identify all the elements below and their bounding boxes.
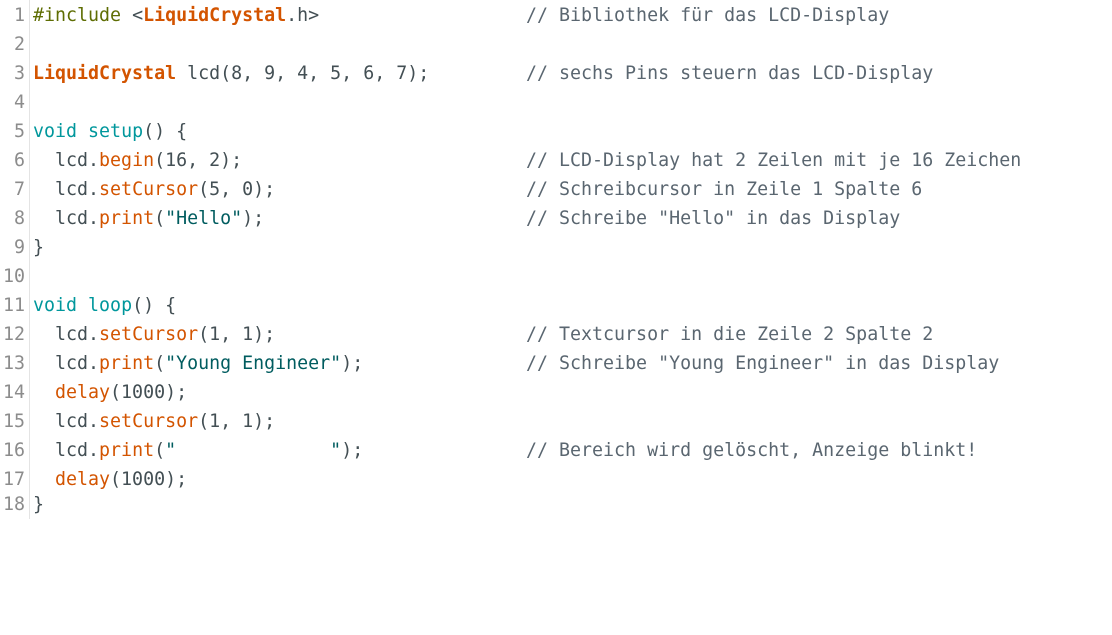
code-text[interactable]: } <box>33 237 45 258</box>
line-number: 7 <box>13 179 25 200</box>
code-editor[interactable]: 1 #include <LiquidCrystal.h> // Biblioth… <box>0 0 1112 519</box>
code-text[interactable]: lcd.setCursor(5, 0); <box>33 179 276 200</box>
code-line[interactable]: 7 lcd.setCursor(5, 0); // Schreibcursor … <box>0 175 1112 204</box>
code-text[interactable]: void loop() { <box>33 295 177 316</box>
code-line[interactable]: 16 lcd.print(" "); // Bereich wird gelös… <box>0 436 1112 465</box>
code-line[interactable]: 9 } <box>0 233 1112 262</box>
code-line[interactable]: 4 <box>0 88 1112 117</box>
line-number: 15 <box>2 411 25 432</box>
line-number: 13 <box>2 353 25 374</box>
code-comment[interactable]: // Schreibcursor in Zeile 1 Spalte 6 <box>526 179 923 200</box>
line-number: 5 <box>13 121 25 142</box>
code-line[interactable]: 3 LiquidCrystal lcd(8, 9, 4, 5, 6, 7); /… <box>0 59 1112 88</box>
code-text[interactable]: lcd.begin(16, 2); <box>33 150 243 171</box>
code-text[interactable]: delay(1000); <box>55 382 188 403</box>
line-number: 16 <box>2 440 25 461</box>
code-comment[interactable]: // Textcursor in die Zeile 2 Spalte 2 <box>526 324 934 345</box>
code-line[interactable]: 2 <box>0 30 1112 59</box>
line-number: 17 <box>2 469 25 490</box>
code-text[interactable]: } <box>33 494 45 515</box>
line-number: 1 <box>13 5 25 26</box>
line-number: 18 <box>2 494 25 515</box>
code-line[interactable]: 6 lcd.begin(16, 2); // LCD-Display hat 2… <box>0 146 1112 175</box>
code-line[interactable]: 1 #include <LiquidCrystal.h> // Biblioth… <box>0 1 1112 30</box>
line-number: 8 <box>13 208 25 229</box>
code-text[interactable]: lcd.setCursor(1, 1); <box>33 411 276 432</box>
code-line[interactable]: 15 lcd.setCursor(1, 1); <box>0 407 1112 436</box>
code-comment[interactable]: // Bereich wird gelöscht, Anzeige blinkt… <box>526 440 978 461</box>
code-text[interactable]: #include <LiquidCrystal.h> <box>33 5 320 26</box>
code-line[interactable]: 5 void setup() { <box>0 117 1112 146</box>
code-line[interactable]: 17 delay(1000); <box>0 465 1112 494</box>
code-comment[interactable]: // sechs Pins steuern das LCD-Display <box>526 63 934 84</box>
code-comment[interactable]: // Bibliothek für das LCD-Display <box>526 5 890 26</box>
code-line[interactable]: 14 delay(1000); <box>0 378 1112 407</box>
line-number: 12 <box>2 324 25 345</box>
line-number: 6 <box>13 150 25 171</box>
code-text[interactable]: void setup() { <box>33 121 188 142</box>
code-line[interactable]: 12 lcd.setCursor(1, 1); // Textcursor in… <box>0 320 1112 349</box>
code-text[interactable]: lcd.print("Hello"); <box>33 208 265 229</box>
code-line[interactable]: 18 } <box>0 490 1112 519</box>
code-line[interactable]: 10 <box>0 262 1112 291</box>
line-number: 3 <box>13 63 25 84</box>
line-number: 4 <box>13 92 25 113</box>
code-line[interactable]: 8 lcd.print("Hello"); // Schreibe "Hello… <box>0 204 1112 233</box>
code-comment[interactable]: // LCD-Display hat 2 Zeilen mit je 16 Ze… <box>526 150 1022 171</box>
line-number: 14 <box>2 382 25 403</box>
code-line[interactable]: 11 void loop() { <box>0 291 1112 320</box>
code-line[interactable]: 13 lcd.print("Young Engineer"); // Schre… <box>0 349 1112 378</box>
gutter-divider <box>29 0 30 519</box>
code-comment[interactable]: // Schreibe "Young Engineer" in das Disp… <box>526 353 1000 374</box>
code-text[interactable]: lcd.print("Young Engineer"); <box>33 353 364 374</box>
code-text[interactable]: LiquidCrystal lcd(8, 9, 4, 5, 6, 7); <box>33 63 430 84</box>
line-number: 11 <box>2 295 25 316</box>
line-number: 9 <box>13 237 25 258</box>
line-number: 2 <box>13 34 25 55</box>
code-comment[interactable]: // Schreibe "Hello" in das Display <box>526 208 901 229</box>
code-text[interactable]: delay(1000); <box>55 469 188 490</box>
code-text[interactable]: lcd.setCursor(1, 1); <box>33 324 276 345</box>
line-number: 10 <box>2 266 25 287</box>
code-text[interactable]: lcd.print(" "); <box>33 440 364 461</box>
